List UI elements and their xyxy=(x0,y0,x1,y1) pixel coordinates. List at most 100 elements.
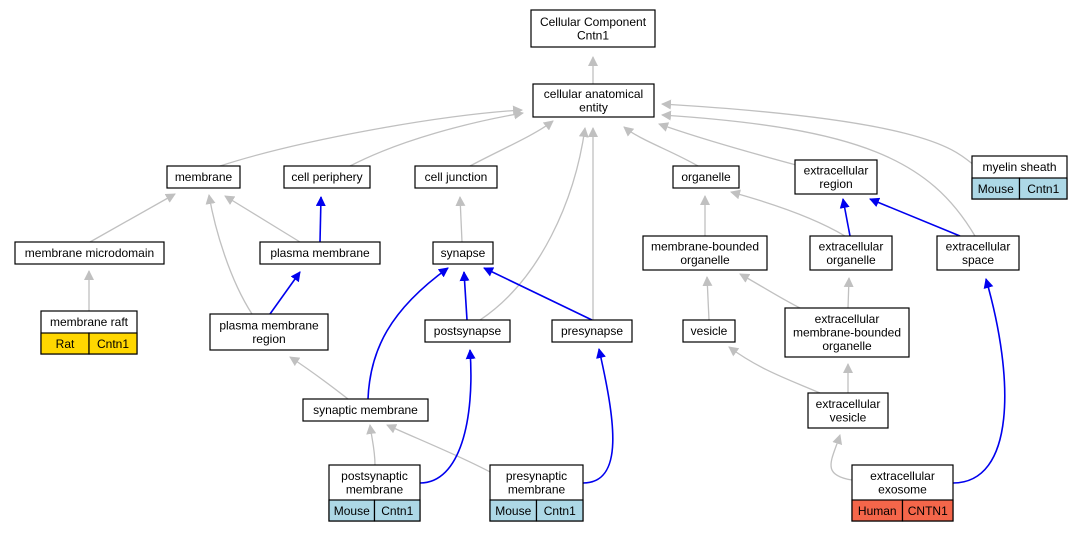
node-box xyxy=(794,159,878,195)
node-box xyxy=(259,241,381,265)
node-box xyxy=(936,235,1020,271)
edge-exmbo-to-mbo xyxy=(739,273,801,309)
edge-exorg-to-exreg xyxy=(839,198,851,237)
node-box xyxy=(424,319,511,343)
node-label-line: extracellular xyxy=(870,469,935,483)
gene-cell: Cntn1 xyxy=(97,337,129,351)
gene-cell: CNTN1 xyxy=(908,504,948,518)
node-box xyxy=(432,241,494,265)
node-label-line: membrane xyxy=(346,482,404,496)
node-label-line: membrane microdomain xyxy=(25,246,154,260)
species-cell: Human xyxy=(858,504,897,518)
node-label-line: postsynapse xyxy=(434,324,502,338)
node-postsyn[interactable]: postsynapse xyxy=(424,319,511,343)
edge-plasmamem-to-cellper xyxy=(315,196,326,243)
edge-exreg-to-cae xyxy=(658,122,801,167)
node-label-line: entity xyxy=(579,100,608,114)
species-cell: Rat xyxy=(56,337,75,351)
gene-cell-bg xyxy=(535,499,584,522)
node-label-line: region xyxy=(819,177,852,191)
node-label-line: plasma membrane xyxy=(270,246,370,260)
node-box xyxy=(166,165,241,189)
node-label-line: synapse xyxy=(441,246,486,260)
edge-synapse-to-celljunc xyxy=(455,196,466,243)
node-presyn[interactable]: presynapse xyxy=(551,319,633,343)
edge-postsynmem-to-synmem xyxy=(366,424,377,466)
node-box xyxy=(414,165,498,189)
species-cell: Mouse xyxy=(495,504,531,518)
node-label-line: space xyxy=(962,253,994,267)
node-celljunc[interactable]: cell junction xyxy=(414,165,498,189)
node-plasmamem[interactable]: plasma membrane xyxy=(259,241,381,265)
edge-exosome-to-exspace xyxy=(952,278,1006,484)
edge-vesicle-to-mbo xyxy=(702,276,713,321)
gene-cell: Cntn1 xyxy=(1027,182,1059,196)
node-label-line: presynapse xyxy=(561,324,623,338)
node-label-line: extracellular xyxy=(816,397,881,411)
node-label-line: membrane-bounded xyxy=(793,326,901,340)
species-cell: Mouse xyxy=(978,182,1014,196)
edge-organelle-to-cae xyxy=(623,126,699,167)
node-synapse[interactable]: synapse xyxy=(432,241,494,265)
node-memmicro[interactable]: membrane microdomain xyxy=(14,241,165,265)
edge-presynmem-to-presyn xyxy=(582,348,614,484)
node-label-line: organelle xyxy=(822,339,872,353)
node-label-line: cell junction xyxy=(425,170,488,184)
node-vesicle[interactable]: vesicle xyxy=(682,319,736,343)
node-label-line: extracellular xyxy=(815,312,880,326)
node-label-line: membrane raft xyxy=(50,315,129,329)
node-label-line: membrane xyxy=(508,482,566,496)
node-label-line: presynaptic xyxy=(506,469,567,483)
edge-exspace-to-cae xyxy=(661,110,976,237)
edge-synmem-to-pmregion xyxy=(289,356,349,400)
gene-cell-bg xyxy=(88,332,138,355)
node-box xyxy=(532,83,655,118)
node-label-line: cell periphery xyxy=(291,170,362,184)
node-label-line: organelle xyxy=(680,253,730,267)
edge-exmbo-to-exorg xyxy=(843,277,854,309)
node-organelle[interactable]: organelle xyxy=(672,165,740,189)
node-label-line: vesicle xyxy=(691,324,728,338)
node-synmem[interactable]: synaptic membrane xyxy=(302,398,429,422)
gene-cell: Cntn1 xyxy=(381,504,413,518)
edge-synmem-to-synapse xyxy=(367,267,449,400)
edge-celljunc-to-cae xyxy=(469,120,554,167)
node-label-line: postsynaptic xyxy=(341,469,408,483)
edge-postsyn-to-synapse xyxy=(459,271,470,321)
node-label-line: extracellular xyxy=(946,239,1011,253)
node-label-line: membrane xyxy=(175,170,233,184)
node-label-line: organelle xyxy=(826,253,876,267)
gene-cell-bg xyxy=(1018,177,1068,200)
node-label-line: region xyxy=(252,332,285,346)
edge-pmregion-to-membrane xyxy=(205,194,253,315)
node-box xyxy=(209,313,329,351)
edge-plasmamem-to-membrane xyxy=(224,195,301,243)
node-label-line: extracellular xyxy=(804,163,869,177)
node-cellper[interactable]: cell periphery xyxy=(283,165,371,189)
node-label-line: membrane-bounded xyxy=(651,239,759,253)
edges-layer xyxy=(84,56,1006,484)
gene-cell-bg xyxy=(373,499,421,522)
edge-presyn-to-synapse xyxy=(483,267,593,321)
gene-cell: Cntn1 xyxy=(544,504,576,518)
node-label-line: extracellular xyxy=(819,239,884,253)
edge-postsyn-to-cae xyxy=(479,127,589,321)
node-box xyxy=(14,241,165,265)
node-membrane[interactable]: membrane xyxy=(166,165,241,189)
